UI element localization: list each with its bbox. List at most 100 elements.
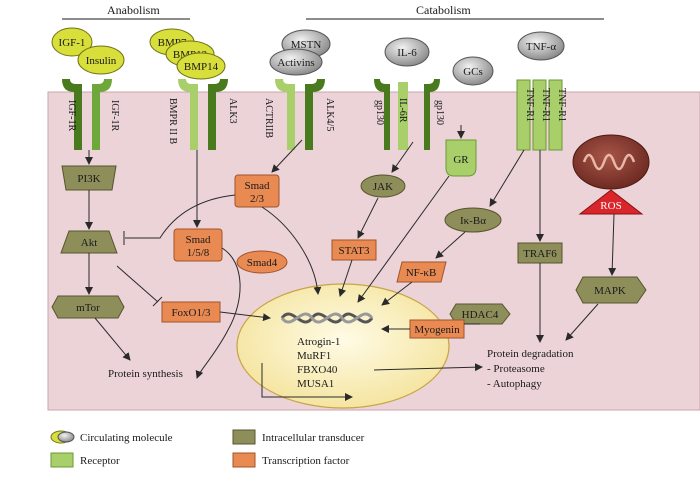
catabolism-header: Catabolism bbox=[416, 3, 471, 17]
tnfa-label: TNF-α bbox=[526, 41, 556, 53]
actriib-receptor bbox=[275, 79, 295, 150]
hdac4-label: HDAC4 bbox=[462, 309, 499, 321]
smad158-label-top: Smad bbox=[185, 234, 211, 246]
jak-node bbox=[360, 174, 406, 198]
inhibit-akt-foxo bbox=[116, 265, 159, 303]
smad23-label-top: Smad bbox=[244, 180, 270, 192]
foxo13-label: FoxO1/3 bbox=[171, 307, 211, 319]
arrow-smad158-synthesis bbox=[195, 247, 241, 379]
arrow-mtor-synthesis bbox=[94, 317, 131, 361]
bmpr2b-label: BMPR II B bbox=[167, 98, 178, 144]
legend-transducer-label: Intracellular transducer bbox=[262, 432, 365, 444]
arrow-gr-nucleus bbox=[357, 175, 450, 303]
igf1-label: IGF-1 bbox=[59, 37, 86, 49]
il6r-receptor bbox=[398, 82, 408, 150]
bmp14-label: BMP14 bbox=[184, 61, 219, 73]
igf1r-label-right: IGF-1R bbox=[109, 100, 120, 131]
gcs-label: GCs bbox=[463, 66, 483, 78]
alk45-label: ALK4/5 bbox=[324, 98, 335, 131]
hdac4-node bbox=[449, 303, 511, 325]
ikba-node bbox=[444, 207, 502, 233]
gp130-receptor-left bbox=[374, 79, 390, 150]
alk3-receptor bbox=[208, 79, 228, 150]
legend-intracellular-transducer: Intracellular transducer bbox=[232, 429, 365, 445]
legend-circulating-label: Circulating molecule bbox=[80, 432, 173, 444]
tnfr1-label-3: TNF-R1 bbox=[556, 88, 567, 122]
il6-label: IL-6 bbox=[397, 47, 417, 59]
legend-transducer-swatch bbox=[232, 429, 256, 445]
smad158-label-bottom: 1/5/8 bbox=[187, 247, 210, 259]
smad23-node bbox=[234, 174, 280, 208]
protein-degradation-label: Protein degradation bbox=[487, 348, 574, 360]
inhibit-smad23-akt bbox=[125, 194, 236, 239]
mapk-label: MAPK bbox=[594, 285, 626, 297]
gene-fbxo40: FBXO40 bbox=[297, 364, 338, 376]
legend-receptor-label: Receptor bbox=[80, 455, 120, 467]
mitochondrion-cristae bbox=[582, 153, 636, 171]
tnfr1-receptor-3 bbox=[548, 79, 563, 151]
smad23-label-bottom: 2/3 bbox=[250, 193, 265, 205]
smad4-label: Smad4 bbox=[247, 257, 278, 269]
tnfa-ligand bbox=[517, 31, 565, 61]
bmp14-ligand bbox=[176, 52, 226, 80]
mstn-label: MSTN bbox=[291, 39, 322, 51]
pathway-connections bbox=[85, 125, 617, 401]
il6r-label: IL-6R bbox=[397, 98, 408, 123]
legend-circulating-molecule: Circulating molecule bbox=[50, 430, 173, 444]
nucleus-gene-list: Atrogin-1 MuRF1 FBXO40 MUSA1 bbox=[297, 336, 340, 390]
gp130-receptor-right bbox=[424, 79, 440, 150]
arrow-nfkb-nucleus bbox=[381, 281, 413, 306]
jak-label: JAK bbox=[373, 181, 393, 193]
igf1r-label-left: IGF-1R bbox=[66, 100, 77, 131]
alk3-label: ALK3 bbox=[227, 98, 238, 124]
mtor-label: mTor bbox=[76, 302, 100, 314]
pi3k-label: PI3K bbox=[77, 173, 100, 185]
arrow-smad23-nucleus bbox=[261, 206, 322, 295]
arrow-genes-bracket bbox=[261, 363, 353, 401]
arrow-tnfr-ikba bbox=[489, 149, 525, 207]
tnfr1-label-1: TNF-R1 bbox=[524, 88, 535, 122]
nfkb-node bbox=[396, 261, 447, 283]
stat3-label: STAT3 bbox=[339, 245, 370, 257]
gene-atrogin1: Atrogin-1 bbox=[297, 336, 340, 348]
arrow-mapk-degradation bbox=[565, 303, 599, 341]
arrow-jak-stat3 bbox=[357, 197, 379, 239]
arrow-alk45-smad23 bbox=[271, 139, 303, 173]
proteasome-label: - Proteasome bbox=[487, 363, 545, 375]
gene-murf1: MuRF1 bbox=[297, 350, 331, 362]
gene-musa1: MUSA1 bbox=[297, 378, 334, 390]
arrow-foxo-dna bbox=[219, 311, 271, 322]
insulin-label: Insulin bbox=[86, 55, 117, 67]
bmpr2b-receptor bbox=[178, 79, 198, 150]
gp130-label-right: gp130 bbox=[434, 100, 445, 125]
igf1r-receptor-right bbox=[92, 79, 112, 150]
tnfr1-label-2: TNF-R1 bbox=[540, 88, 551, 122]
activins-ligand bbox=[269, 48, 323, 76]
autophagy-label: - Autophagy bbox=[487, 378, 542, 390]
akt-node bbox=[60, 230, 118, 254]
dna-helix-icon bbox=[280, 312, 374, 324]
ros-triangle bbox=[578, 189, 644, 215]
arrow-nucleus-degradation bbox=[373, 363, 483, 372]
legend-transcription-factor: Transcription factor bbox=[232, 452, 350, 468]
arrow-ros-mapk bbox=[608, 213, 617, 276]
ros-label: ROS bbox=[600, 200, 621, 212]
insulin-ligand bbox=[77, 45, 125, 75]
arrow-ikba-nfkb bbox=[435, 231, 466, 259]
legend-factor-swatch bbox=[232, 452, 256, 468]
legend-receptor: Receptor bbox=[50, 452, 120, 468]
mtor-node bbox=[51, 295, 125, 319]
ikba-label: Iκ-Bα bbox=[460, 215, 486, 227]
myogenin-label: Myogenin bbox=[414, 324, 460, 336]
mapk-node bbox=[575, 276, 647, 304]
nfkb-label: NF-κB bbox=[406, 267, 437, 279]
gcs-ligand bbox=[452, 56, 494, 86]
activins-label: Activins bbox=[277, 57, 314, 69]
pi3k-node bbox=[61, 165, 117, 191]
stat3-node bbox=[331, 239, 377, 261]
legend-factor-label: Transcription factor bbox=[262, 455, 350, 467]
alk45-receptor bbox=[305, 79, 325, 150]
mitochondrion bbox=[572, 134, 650, 190]
arrow-stat3-nucleus bbox=[338, 259, 353, 297]
